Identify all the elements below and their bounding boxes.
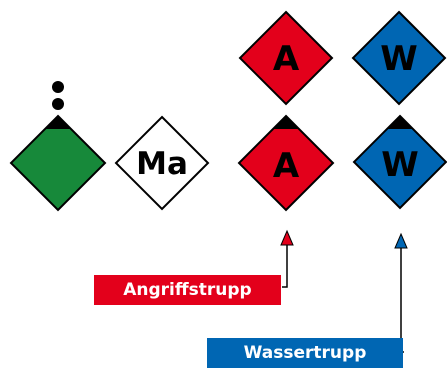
angriffstrupp-pointer-line bbox=[282, 244, 288, 288]
ma-unit-diamond bbox=[114, 115, 210, 211]
angriffstrupp-bottom-symbol: A bbox=[237, 114, 335, 212]
rank-dot-bottom bbox=[52, 98, 64, 110]
wassertrupp-pointer-arrowhead bbox=[394, 232, 408, 249]
ma-unit-letter: Ma bbox=[136, 146, 188, 182]
angriffstrupp-pointer bbox=[280, 229, 294, 288]
angriffstrupp-label: Angriffstrupp bbox=[94, 275, 281, 305]
wassertrupp-top-diamond bbox=[351, 10, 447, 106]
leader-triangle-marker bbox=[387, 116, 413, 129]
green-unit-symbol bbox=[9, 81, 107, 212]
wassertrupp-label: Wassertrupp bbox=[207, 338, 403, 368]
wassertrupp-top-letter: W bbox=[380, 39, 418, 79]
angriffstrupp-bottom-letter: A bbox=[273, 146, 300, 186]
wassertrupp-pointer bbox=[394, 232, 408, 353]
wassertrupp-bottom-letter: W bbox=[381, 145, 419, 185]
wassertrupp-pointer-line bbox=[400, 247, 404, 353]
angriffstrupp-top-letter: A bbox=[273, 39, 300, 79]
angriffstrupp-top-diamond bbox=[238, 10, 334, 106]
ma-unit-symbol: Ma bbox=[114, 115, 210, 211]
wassertrupp-top-symbol: W bbox=[351, 10, 447, 106]
angriffstrupp-top-symbol: A bbox=[238, 10, 334, 106]
leader-triangle-marker bbox=[45, 116, 71, 129]
angriffstrupp-bottom-diamond bbox=[237, 114, 335, 212]
angriffstrupp-pointer-arrowhead bbox=[280, 229, 294, 246]
leader-triangle-marker bbox=[273, 116, 299, 129]
wassertrupp-bottom-diamond bbox=[352, 114, 447, 210]
wassertrupp-bottom-symbol: W bbox=[352, 114, 447, 210]
rank-dot-top bbox=[52, 81, 64, 93]
green-unit-diamond bbox=[9, 114, 107, 212]
